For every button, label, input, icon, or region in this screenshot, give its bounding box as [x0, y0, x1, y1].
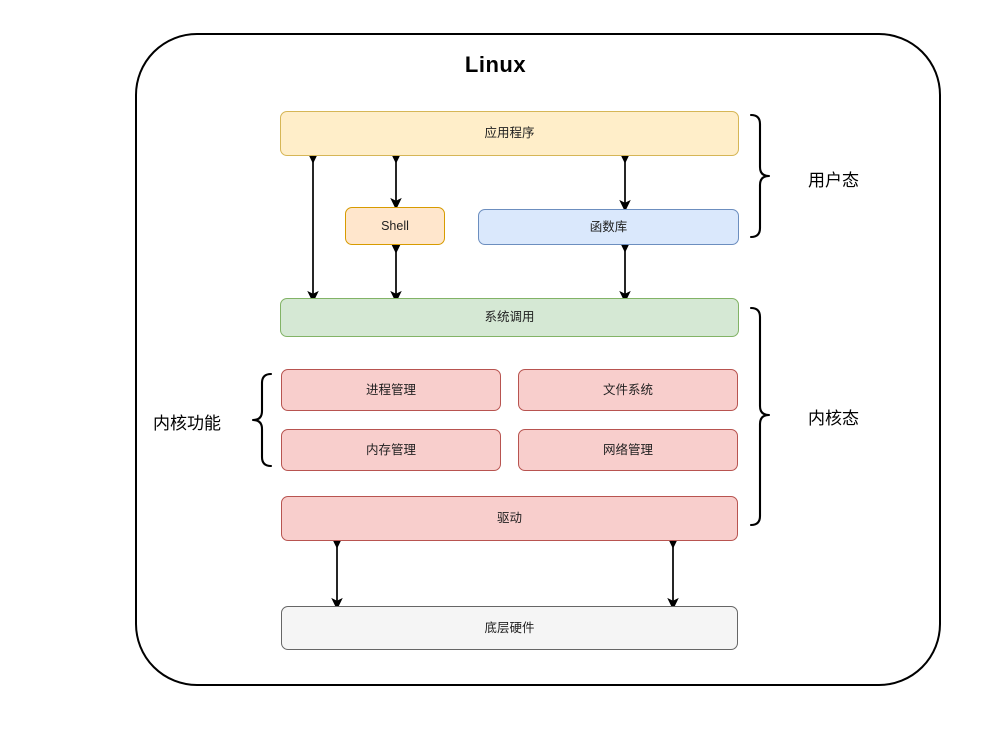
label-kernel-mode: 内核态 [808, 409, 859, 428]
node-file-system[interactable]: 文件系统 [518, 369, 738, 411]
node-syscall[interactable]: 系统调用 [280, 298, 739, 337]
node-hardware-label: 底层硬件 [484, 620, 535, 635]
node-hardware[interactable]: 底层硬件 [281, 606, 738, 650]
page-title: Linux [464, 52, 527, 77]
node-memory-management[interactable]: 内存管理 [281, 429, 501, 471]
node-shell-label: Shell [381, 218, 409, 233]
node-network-management-label: 网络管理 [602, 442, 653, 457]
node-memory-management-label: 内存管理 [365, 442, 416, 457]
node-process-management[interactable]: 进程管理 [281, 369, 501, 411]
node-syscall-label: 系统调用 [484, 310, 535, 325]
node-application-label: 应用程序 [484, 126, 535, 141]
linux-boundary-frame [135, 33, 941, 686]
node-process-management-label: 进程管理 [365, 382, 416, 397]
label-kernel-functions: 内核功能 [153, 414, 221, 433]
node-library[interactable]: 函数库 [478, 209, 739, 245]
node-application[interactable]: 应用程序 [280, 111, 739, 156]
node-driver[interactable]: 驱动 [281, 496, 738, 541]
node-library-label: 函数库 [589, 219, 628, 234]
node-driver-label: 驱动 [496, 511, 522, 526]
node-shell[interactable]: Shell [345, 207, 445, 245]
node-file-system-label: 文件系统 [602, 382, 653, 397]
label-user-mode: 用户态 [808, 171, 859, 190]
node-network-management[interactable]: 网络管理 [518, 429, 738, 471]
